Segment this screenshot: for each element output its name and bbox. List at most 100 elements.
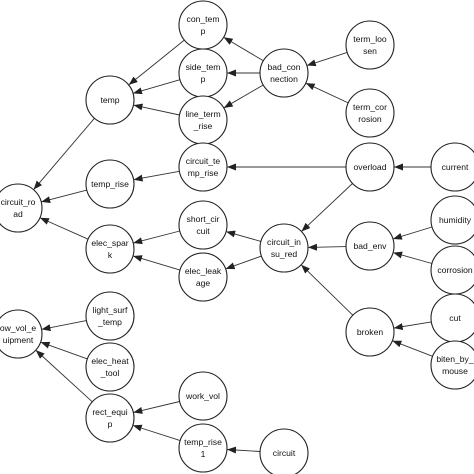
edge-circuit-insu-red-to-short-circuit (226, 230, 262, 242)
edge-elec-heat-tool-to-low-vol-equipment (40, 341, 88, 360)
edge-rect-equip-to-low-vol-equipment (35, 350, 93, 403)
node-label: _tool (100, 368, 120, 378)
node-circle (345, 20, 395, 70)
node-label: broken (357, 327, 383, 337)
node-cut: cut (430, 293, 474, 343)
node-circle (345, 221, 395, 271)
node-label: bad_con (268, 62, 301, 72)
node-circle (85, 291, 135, 341)
node-label: current (442, 162, 469, 172)
node-label: light_surf (93, 305, 128, 315)
edge-light-surf-temp-to-low-vol-equipment (41, 320, 87, 332)
node-circuit-insu-red: circuit_in su_red (259, 223, 309, 273)
node-label: mp_rise (188, 168, 219, 178)
node-circle (259, 223, 309, 273)
node-circle (178, 200, 228, 250)
node-con-temp: con_temp (178, 0, 228, 50)
node-circle (178, 142, 228, 192)
node-label: cut (449, 313, 461, 323)
edge-line-term-rise-to-temp (133, 103, 180, 116)
edge-temp-rise-to-circuit-road (41, 189, 87, 204)
node-humidity: humidity (430, 195, 474, 245)
edge-broken-to-circuit-insu-red (301, 264, 354, 316)
node-circle (430, 142, 474, 192)
edge-term-loosen-to-bad-connection (306, 51, 348, 67)
node-broken: broken (345, 307, 395, 357)
node-circle (178, 95, 228, 145)
edge-short-circuit-to-elec-spark (133, 230, 180, 245)
node-label: temp_rise (184, 437, 222, 447)
node-corrosion: corrosion (430, 245, 474, 295)
edge-bad-connection-to-line-term-rise (223, 84, 264, 109)
edge-temp-to-circuit-road (33, 118, 95, 190)
node-label: con_tem (187, 14, 220, 24)
edge-bad-env-to-circuit-insu-red (308, 243, 347, 251)
node-side-temp: side_temp (178, 48, 228, 98)
edge-term-corrosion-to-bad-connection (305, 82, 349, 104)
node-circle (259, 48, 309, 98)
node-temp: temp (85, 75, 135, 125)
node-bad-env: bad_env (345, 221, 395, 271)
node-circle (259, 428, 309, 474)
node-label: circuit_in (267, 237, 301, 247)
edge-side-temp-to-temp (133, 79, 181, 95)
node-label: bad_env (354, 241, 388, 251)
node-circle (178, 423, 228, 473)
node-label: humidity (439, 215, 472, 225)
node-circle (178, 371, 228, 421)
node-circle (0, 309, 43, 359)
node-label: rosion (358, 114, 382, 124)
edge-biten-by-mouse-to-broken (392, 340, 433, 357)
node-label: _rise (193, 121, 213, 131)
node-label: su_red (271, 249, 297, 259)
node-circle (0, 183, 43, 233)
node-label: elec_heat (91, 356, 129, 366)
node-overload: overload (345, 142, 395, 192)
node-temp-rise: temp_rise (85, 159, 135, 209)
node-label: p (201, 26, 206, 36)
node-circle (345, 88, 395, 138)
edge-work-vol-to-rect-equip (133, 401, 180, 414)
node-label: cuit (196, 226, 210, 236)
node-label: sen (363, 46, 377, 56)
node-label: line_term (185, 109, 220, 119)
node-circuit-temp-rise: circuit_temp_rise (178, 142, 228, 192)
node-circle (85, 342, 135, 392)
edge-bad-connection-to-con-temp (223, 37, 264, 62)
edge-circuit-temp-rise-to-temp-rise (133, 170, 180, 182)
node-circle (430, 340, 474, 390)
node-label: term_loo (353, 34, 387, 44)
node-line-term-rise: line_term _rise (178, 95, 228, 145)
node-circle (345, 142, 395, 192)
edge-corrosion-to-bad-env (393, 251, 433, 264)
node-label: circuit (273, 448, 296, 458)
node-circle (85, 393, 135, 443)
edge-cut-to-broken (393, 321, 432, 331)
edge-overload-to-circuit-insu-red (301, 183, 353, 232)
node-label: p (108, 419, 113, 429)
node-label: work_vol (185, 391, 220, 401)
node-label: corrosion (437, 265, 473, 275)
node-label: _temp (97, 317, 122, 327)
node-label: 1 (201, 449, 206, 459)
node-label: nection (270, 74, 298, 84)
node-label: elec_leak (185, 266, 222, 276)
node-light-surf-temp: light_surf _temp (85, 291, 135, 341)
node-circle (85, 159, 135, 209)
node-label: term_cor (353, 102, 387, 112)
node-biten-by-mouse: biten_by_mouse (430, 340, 474, 390)
node-label: biten_by_ (436, 354, 473, 364)
node-label: uipment (3, 335, 34, 345)
node-circle (85, 75, 135, 125)
node-circle (430, 195, 474, 245)
node-elec-heat-tool: elec_heat _tool (85, 342, 135, 392)
node-circle (85, 224, 135, 274)
